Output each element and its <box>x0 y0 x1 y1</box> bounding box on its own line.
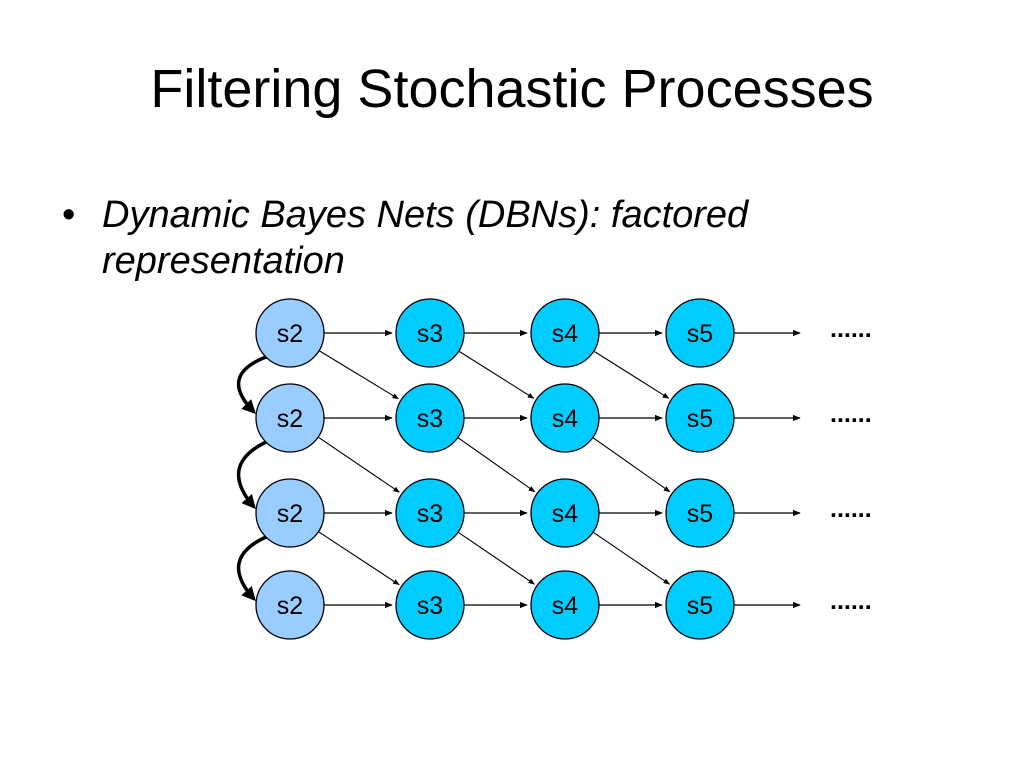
node-label: s5 <box>687 405 713 433</box>
node-circle <box>395 570 465 640</box>
node-s5: s5 <box>665 383 735 453</box>
node-label: s5 <box>687 592 713 620</box>
node-label: s3 <box>417 405 443 433</box>
edge-diagonal <box>592 531 670 585</box>
node-label: s2 <box>277 405 303 433</box>
node-label: s3 <box>417 592 443 620</box>
node-s2: s2 <box>255 298 325 368</box>
node-label: s3 <box>417 500 443 528</box>
node-s4: s4 <box>530 570 600 640</box>
edge-first-column-curve <box>236 440 267 510</box>
edge-first-column-curve <box>236 355 267 414</box>
node-label: s4 <box>552 320 579 348</box>
edge-diagonal <box>457 531 535 585</box>
continuation-dots: ...... <box>830 495 872 523</box>
bullet-text: Dynamic Bayes Nets (DBNs): factored repr… <box>102 194 749 282</box>
bullet-dot: • <box>62 194 76 236</box>
node-circle <box>255 478 325 548</box>
node-label: s5 <box>687 320 713 348</box>
edge-diagonal <box>318 531 400 586</box>
node-s5: s5 <box>665 570 735 640</box>
node-s3: s3 <box>395 298 465 368</box>
node-s3: s3 <box>395 570 465 640</box>
node-s2: s2 <box>255 383 325 453</box>
continuation-layer: ........................ <box>830 315 872 615</box>
edge-diagonal <box>593 350 670 399</box>
node-circle <box>665 298 735 368</box>
continuation-dots: ...... <box>830 400 872 428</box>
edge-diagonal <box>592 437 671 493</box>
edge-diagonal <box>317 436 400 493</box>
node-circle <box>665 570 735 640</box>
node-circle <box>395 298 465 368</box>
node-s2: s2 <box>255 570 325 640</box>
node-circle <box>255 298 325 368</box>
node-circle <box>530 570 600 640</box>
node-circle <box>530 383 600 453</box>
slide-title: Filtering Stochastic Processes <box>150 59 874 119</box>
node-circle <box>665 383 735 453</box>
node-s3: s3 <box>395 478 465 548</box>
edge-diagonal <box>457 437 536 493</box>
edges-layer <box>236 329 801 609</box>
node-label: s2 <box>277 320 303 348</box>
node-circle <box>255 570 325 640</box>
node-label: s4 <box>552 592 579 620</box>
node-label: s4 <box>552 405 579 433</box>
node-circle <box>530 298 600 368</box>
node-circle <box>395 383 465 453</box>
node-circle <box>255 383 325 453</box>
nodes-layer: s2 s3 s4 s5 s2 s3 s4 s5 s2 s3 s4 s5 s2 s3 s4 s5 <box>255 298 735 640</box>
node-circle <box>665 478 735 548</box>
node-label: s3 <box>417 320 443 348</box>
edge-diagonal <box>458 350 535 399</box>
node-s2: s2 <box>255 478 325 548</box>
node-label: s5 <box>687 500 713 528</box>
node-s5: s5 <box>665 298 735 368</box>
node-s4: s4 <box>530 383 600 453</box>
node-s4: s4 <box>530 478 600 548</box>
edge-first-column-curve <box>236 535 267 602</box>
node-s3: s3 <box>395 383 465 453</box>
node-circle <box>530 478 600 548</box>
continuation-dots: ...... <box>830 587 872 615</box>
node-label: s4 <box>552 500 579 528</box>
node-label: s2 <box>277 500 303 528</box>
node-s5: s5 <box>665 478 735 548</box>
continuation-dots: ...... <box>830 315 872 343</box>
node-circle <box>395 478 465 548</box>
edge-diagonal <box>318 350 399 400</box>
node-label: s2 <box>277 592 303 620</box>
node-s4: s4 <box>530 298 600 368</box>
